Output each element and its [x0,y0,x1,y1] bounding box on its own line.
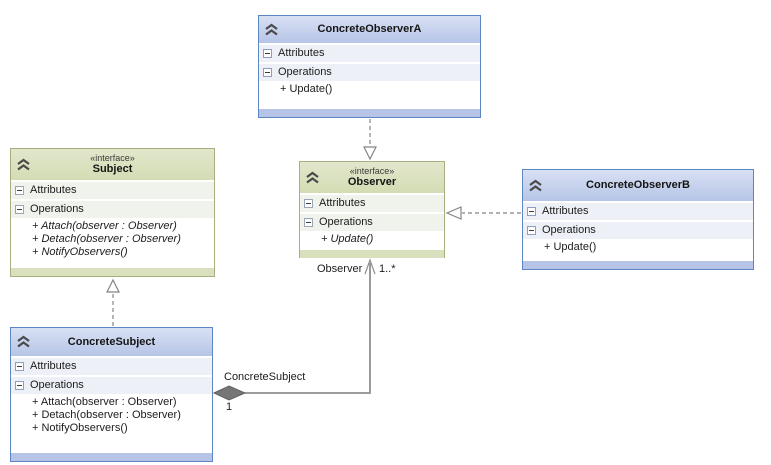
member-operation[interactable]: + Update() [544,241,597,253]
operations-label: Operations [30,203,84,215]
operations-section-row[interactable]: Operations [11,199,214,218]
class-title: ConcreteSubject [67,335,156,348]
attributes-section-row[interactable]: Attributes [11,356,212,375]
class-box-concretesubject[interactable]: ConcreteSubject Attributes Operations + … [10,327,213,462]
class-box-concreteobserverb[interactable]: ConcreteObserverB Attributes Operations … [522,169,754,270]
operations-label: Operations [319,216,373,228]
attributes-section-row[interactable]: Attributes [300,193,444,212]
class-title: Subject [92,163,133,175]
member-operation[interactable]: + Attach(observer : Observer) [32,396,177,408]
collapse-chevron-icon[interactable] [528,179,543,192]
class-title: ConcreteObserverA [317,23,422,35]
class-header[interactable]: ConcreteSubject [11,328,212,356]
operations-members: + Attach(observer : Observer) + Detach(o… [11,394,212,451]
operations-members: + Update() [259,81,480,107]
collapse-chevron-icon[interactable] [264,23,279,36]
class-box-concreteobservera[interactable]: ConcreteObserverA Attributes Operations … [258,15,481,118]
aggregation-diamond-icon [212,385,247,401]
member-operation[interactable]: + Detach(observer : Observer) [32,233,181,245]
operations-members: + Update() [523,239,753,259]
collapse-chevron-icon[interactable] [305,171,320,184]
class-header[interactable]: ConcreteObserverA [259,16,480,43]
association-source-multiplicity: 1 [226,401,233,413]
operations-label: Operations [278,66,332,78]
operations-section-row[interactable]: Operations [523,220,753,239]
class-box-subject[interactable]: «interface» Subject Attributes Operation… [10,148,215,277]
class-box-observer[interactable]: «interface» Observer Attributes Operatio… [299,161,445,258]
footer-strip [523,259,753,269]
footer-strip [259,107,480,117]
attributes-section-row[interactable]: Attributes [259,43,480,62]
operations-members: + Update() [300,231,444,248]
attributes-label: Attributes [542,205,589,217]
association-concretesubject-observer[interactable] [212,258,376,401]
minus-box-icon[interactable] [263,68,272,77]
association-target-role-label: Observer [317,263,363,275]
realization-concreteobservera-observer[interactable] [363,119,377,161]
class-header[interactable]: «interface» Subject [11,149,214,180]
open-arrowhead-icon [364,258,376,275]
minus-box-icon[interactable] [15,205,24,214]
minus-box-icon[interactable] [263,49,272,58]
attributes-label: Attributes [278,47,325,59]
member-operation[interactable]: + Update() [280,83,333,95]
operations-label: Operations [30,379,84,391]
class-header[interactable]: «interface» Observer [300,162,444,193]
footer-strip [11,451,212,461]
operations-section-row[interactable]: Operations [300,212,444,231]
attributes-section-row[interactable]: Attributes [11,180,214,199]
operations-members: + Attach(observer : Observer) + Detach(o… [11,218,214,266]
member-operation[interactable]: + Detach(observer : Observer) [32,409,181,421]
realization-concretesubject-subject[interactable] [106,278,120,326]
operations-section-row[interactable]: Operations [259,62,480,81]
class-title: Observer [347,176,397,188]
minus-box-icon[interactable] [15,381,24,390]
member-operation[interactable]: + NotifyObservers() [32,246,128,258]
minus-box-icon[interactable] [304,199,313,208]
footer-strip [11,266,214,276]
minus-box-icon[interactable] [527,226,536,235]
operations-label: Operations [542,224,596,236]
operations-section-row[interactable]: Operations [11,375,212,394]
realization-concreteobserverb-observer[interactable] [445,206,521,220]
collapse-chevron-icon[interactable] [16,335,31,349]
class-header[interactable]: ConcreteObserverB [523,170,753,201]
minus-box-icon[interactable] [527,207,536,216]
minus-box-icon[interactable] [15,362,24,371]
attributes-label: Attributes [30,184,77,196]
collapse-chevron-icon[interactable] [16,158,31,171]
minus-box-icon[interactable] [15,186,24,195]
member-operation[interactable]: + Update() [321,233,374,245]
stereotype-label: «interface» [349,166,395,176]
attributes-label: Attributes [319,197,366,209]
member-operation[interactable]: + NotifyObservers() [32,422,128,434]
association-target-multiplicity: 1..* [379,263,396,275]
stereotype-label: «interface» [90,153,135,163]
minus-box-icon[interactable] [304,218,313,227]
attributes-label: Attributes [30,360,77,372]
footer-strip [300,248,444,258]
attributes-section-row[interactable]: Attributes [523,201,753,220]
association-source-role-label: ConcreteSubject [224,371,306,383]
member-operation[interactable]: + Attach(observer : Observer) [32,220,177,232]
class-title: ConcreteObserverB [586,179,690,191]
